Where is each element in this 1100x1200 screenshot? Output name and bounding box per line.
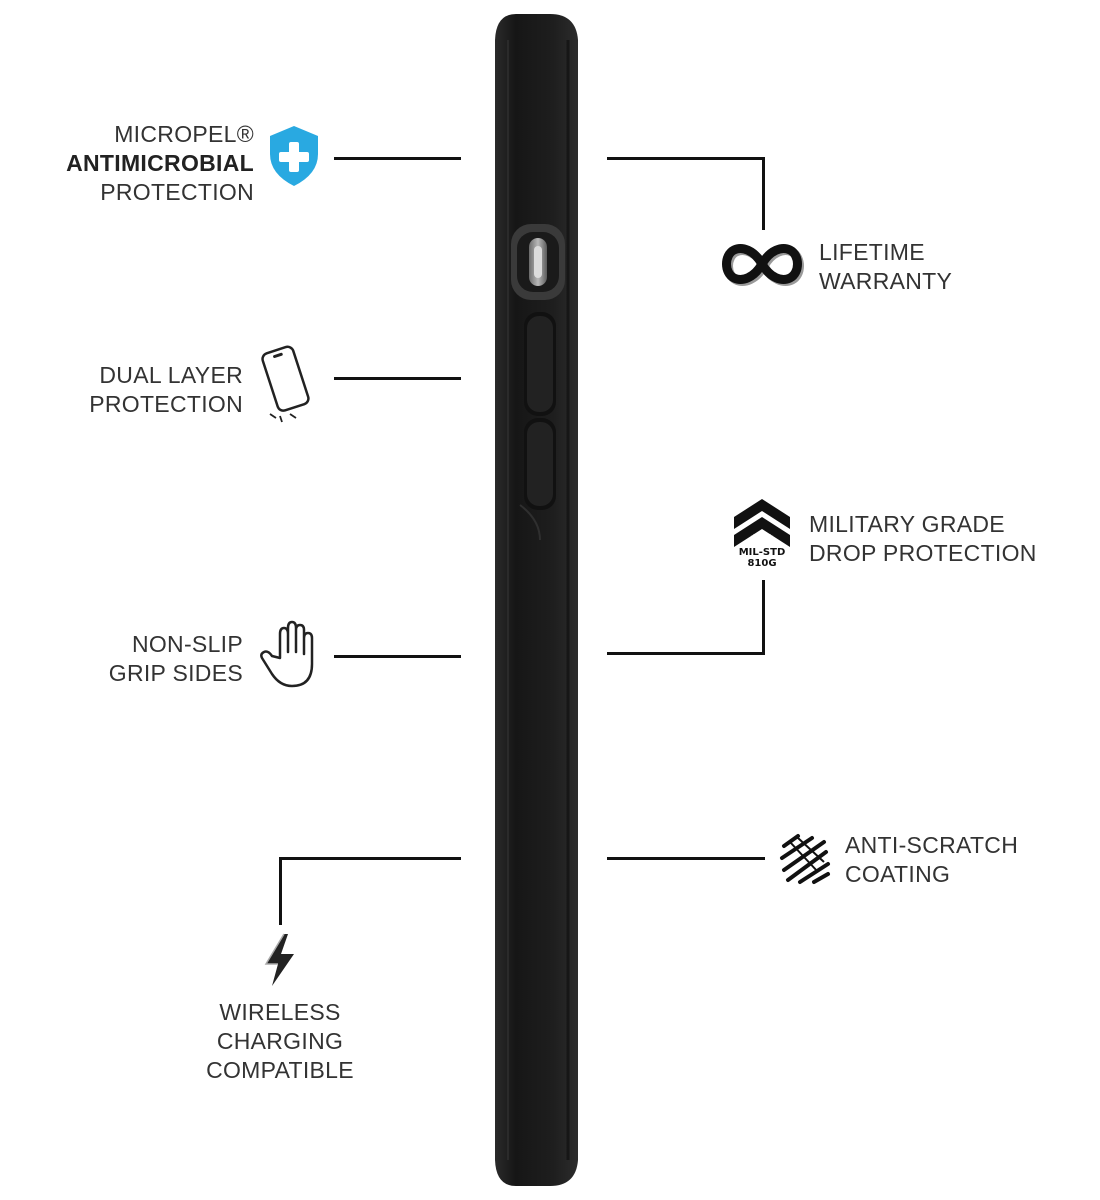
phone-case-side-view [495, 14, 578, 1186]
feature-anti-scratch: ANTI-SCRATCH COATING [845, 831, 1018, 889]
connector-dual-layer [334, 377, 461, 380]
feature-non-slip: NON-SLIP GRIP SIDES [109, 630, 243, 688]
shield-plus-icon [270, 126, 318, 186]
feature-antimicrobial: MICROPEL® ANTIMICROBIAL PROTECTION [66, 120, 254, 207]
connector-antimicrobial [334, 157, 461, 160]
military-badge-line2: 810G [747, 558, 776, 569]
connector-military-v [762, 580, 765, 655]
anti-scratch-line1: ANTI-SCRATCH [845, 832, 1019, 858]
feature-military: MILITARY GRADE DROP PROTECTION [809, 510, 1037, 568]
warranty-line1: LIFETIME [819, 239, 925, 265]
non-slip-line2: GRIP SIDES [108, 660, 243, 686]
antimicrobial-line1: MICROPEL® [114, 121, 254, 147]
svg-text:★ ★ ★: ★ ★ ★ [750, 533, 773, 541]
military-chevron-icon: ★ ★ ★ MIL-STD 810G [734, 499, 790, 569]
scratch-icon [780, 834, 830, 884]
connector-warranty-h [607, 157, 765, 160]
connector-anti-scratch [607, 857, 765, 860]
connector-military-h [607, 652, 765, 655]
warranty-line2: WARRANTY [819, 268, 953, 294]
anti-scratch-line2: COATING [845, 861, 951, 887]
military-badge-line1: MIL-STD [739, 547, 786, 558]
antimicrobial-line3: PROTECTION [100, 179, 254, 205]
dual-layer-line2: PROTECTION [89, 391, 243, 417]
military-line2: DROP PROTECTION [809, 540, 1037, 566]
antimicrobial-line2: ANTIMICROBIAL [66, 150, 254, 176]
wireless-line2: CHARGING [216, 1028, 344, 1054]
hand-icon [260, 620, 314, 688]
connector-wireless-h [279, 857, 461, 860]
connector-warranty-v [762, 157, 765, 230]
feature-warranty: LIFETIME WARRANTY [819, 238, 952, 296]
wireless-line1: WIRELESS [219, 999, 341, 1025]
lightning-icon [264, 933, 294, 986]
connector-non-slip [334, 655, 461, 658]
feature-dual-layer: DUAL LAYER PROTECTION [89, 361, 243, 419]
dual-layer-line1: DUAL LAYER [99, 362, 243, 388]
non-slip-line1: NON-SLIP [131, 631, 243, 657]
military-line1: MILITARY GRADE [809, 511, 1005, 537]
phone-drop-icon [261, 345, 310, 423]
connector-wireless-v [279, 857, 282, 925]
feature-wireless: WIRELESS CHARGING COMPATIBLE [180, 998, 380, 1085]
wireless-line3: COMPATIBLE [206, 1057, 354, 1083]
infinity-icon [722, 244, 804, 286]
